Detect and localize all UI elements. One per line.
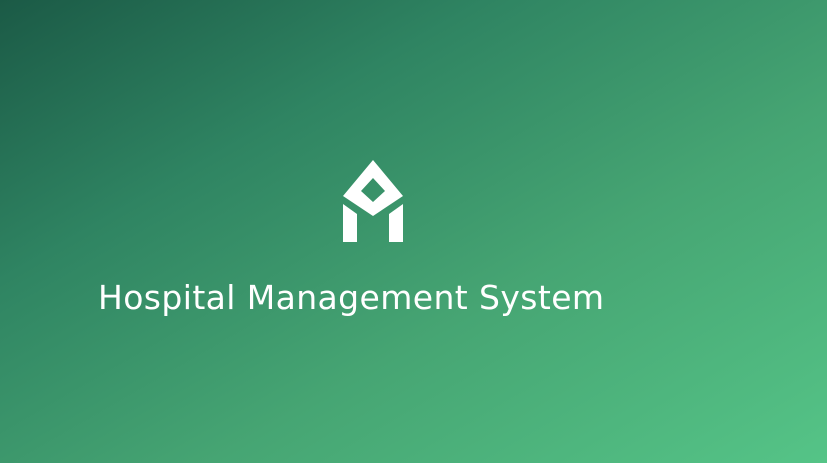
hospital-logo-icon [337,160,409,244]
app-title: Hospital Management System [98,278,605,317]
